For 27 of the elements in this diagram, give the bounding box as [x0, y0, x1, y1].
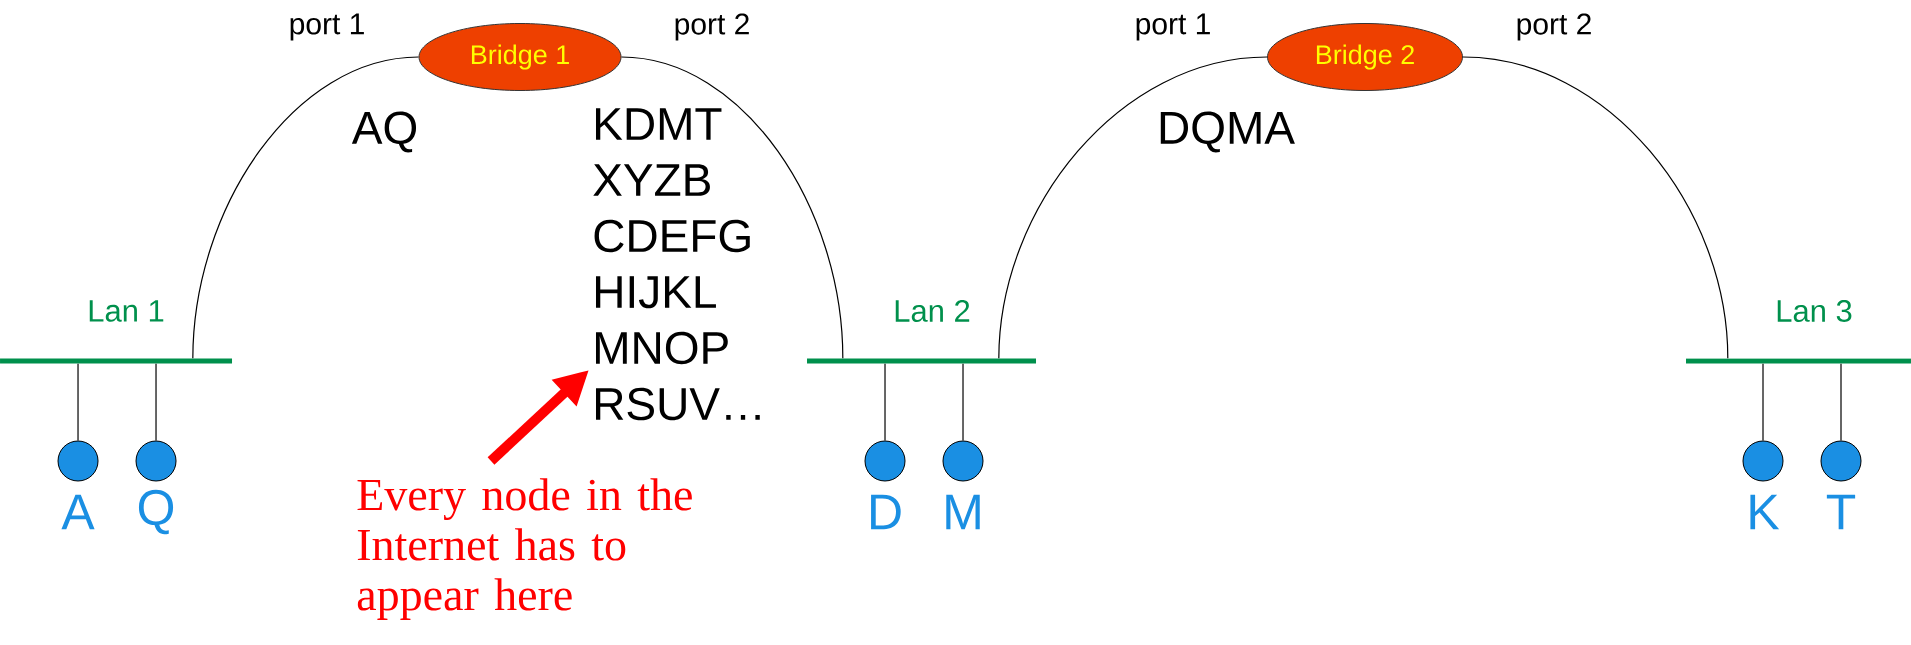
drop-line [962, 363, 964, 442]
cable [1462, 56, 1729, 359]
host-letter: A [61, 494, 95, 530]
address-list: KDMT XYZB CDEFG HIJKL MNOP RSUV… [593, 108, 760, 421]
address-label: DQMA [1160, 111, 1295, 153]
cable [192, 56, 420, 359]
host-letter: Q [138, 489, 174, 535]
port-label: port 1 [1136, 13, 1210, 41]
drop-line [155, 363, 157, 442]
drop-line [1840, 363, 1842, 442]
port-label: port 2 [1517, 13, 1591, 41]
host-letter: D [871, 494, 901, 530]
host-letter: T [1826, 494, 1856, 530]
drop-line [884, 363, 886, 442]
port-label: port 2 [675, 13, 749, 41]
note-text: Every node in the Internet has to appear here [357, 478, 692, 620]
drop-line [1762, 363, 1764, 442]
lan-label: Lan 3 [1777, 300, 1852, 322]
host-letter: M [946, 494, 980, 530]
lan-label: Lan 1 [89, 300, 164, 322]
drop-line [77, 363, 79, 442]
lan-label: Lan 2 [895, 300, 970, 322]
port-label: port 1 [290, 13, 364, 41]
cable [620, 56, 844, 359]
cable [998, 56, 1268, 359]
address-label: AQ [351, 111, 417, 153]
host-letter: K [1750, 494, 1780, 530]
